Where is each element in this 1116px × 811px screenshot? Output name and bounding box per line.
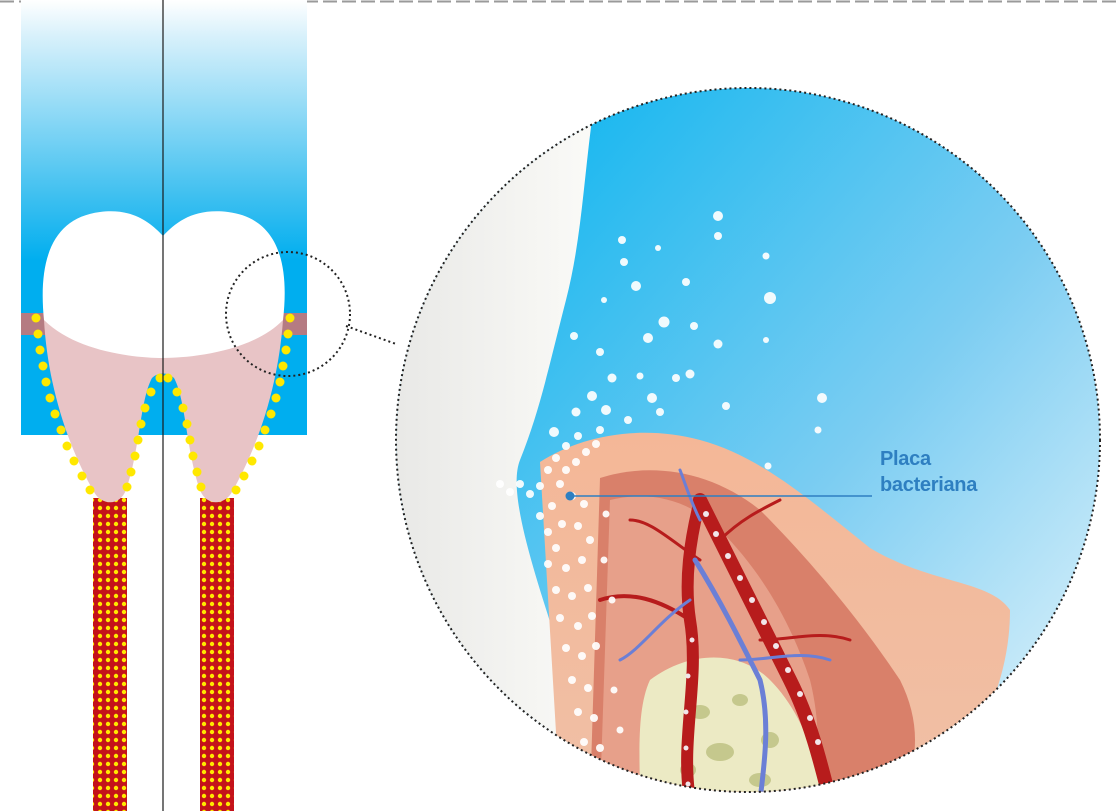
callout-label-plaque: Placa bacteriana bbox=[880, 446, 1020, 498]
zoom-connector bbox=[346, 326, 396, 344]
root-vessel-left bbox=[93, 498, 127, 811]
magnifier-circle bbox=[390, 80, 1116, 800]
root-vessel-right bbox=[200, 498, 234, 811]
tooth-diagram bbox=[21, 0, 396, 811]
callout-line-1: Placa bbox=[880, 446, 1020, 472]
callout-line-2: bacteriana bbox=[880, 472, 1020, 498]
